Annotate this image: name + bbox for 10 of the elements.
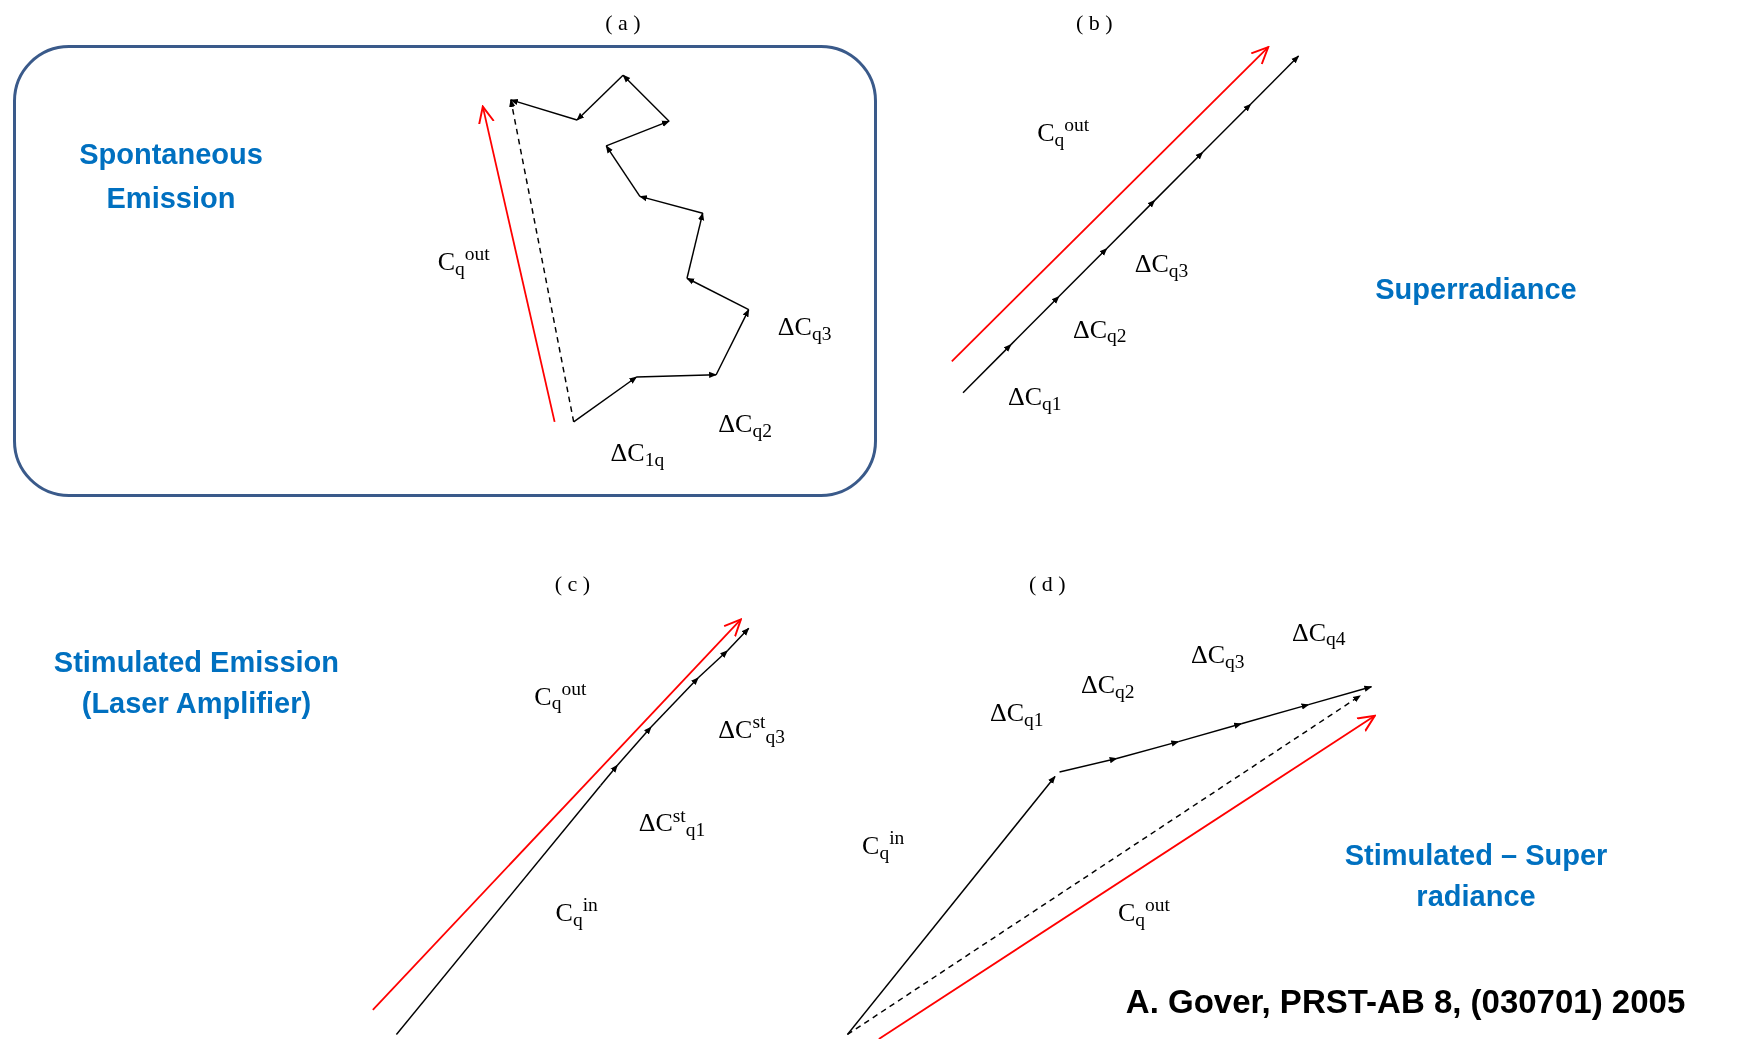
effect-title: Superradiance [1374, 272, 1578, 308]
citation: A. Gover, PRST-AB 8, (030701) 2005 [1125, 981, 1687, 1022]
panel-letter: ( a ) [604, 8, 642, 37]
effect-title: Stimulated Emission (Laser Amplifier) [52, 645, 341, 721]
panel-letter: ( b ) [1075, 8, 1114, 37]
rounded-panel [13, 45, 877, 497]
panel-title: Spontaneous Emission [78, 137, 264, 216]
panel-letter: ( c ) [553, 569, 592, 598]
effect-title: Stimulated – Super radiance [1343, 838, 1609, 914]
panel-letter: ( d ) [1027, 569, 1067, 598]
